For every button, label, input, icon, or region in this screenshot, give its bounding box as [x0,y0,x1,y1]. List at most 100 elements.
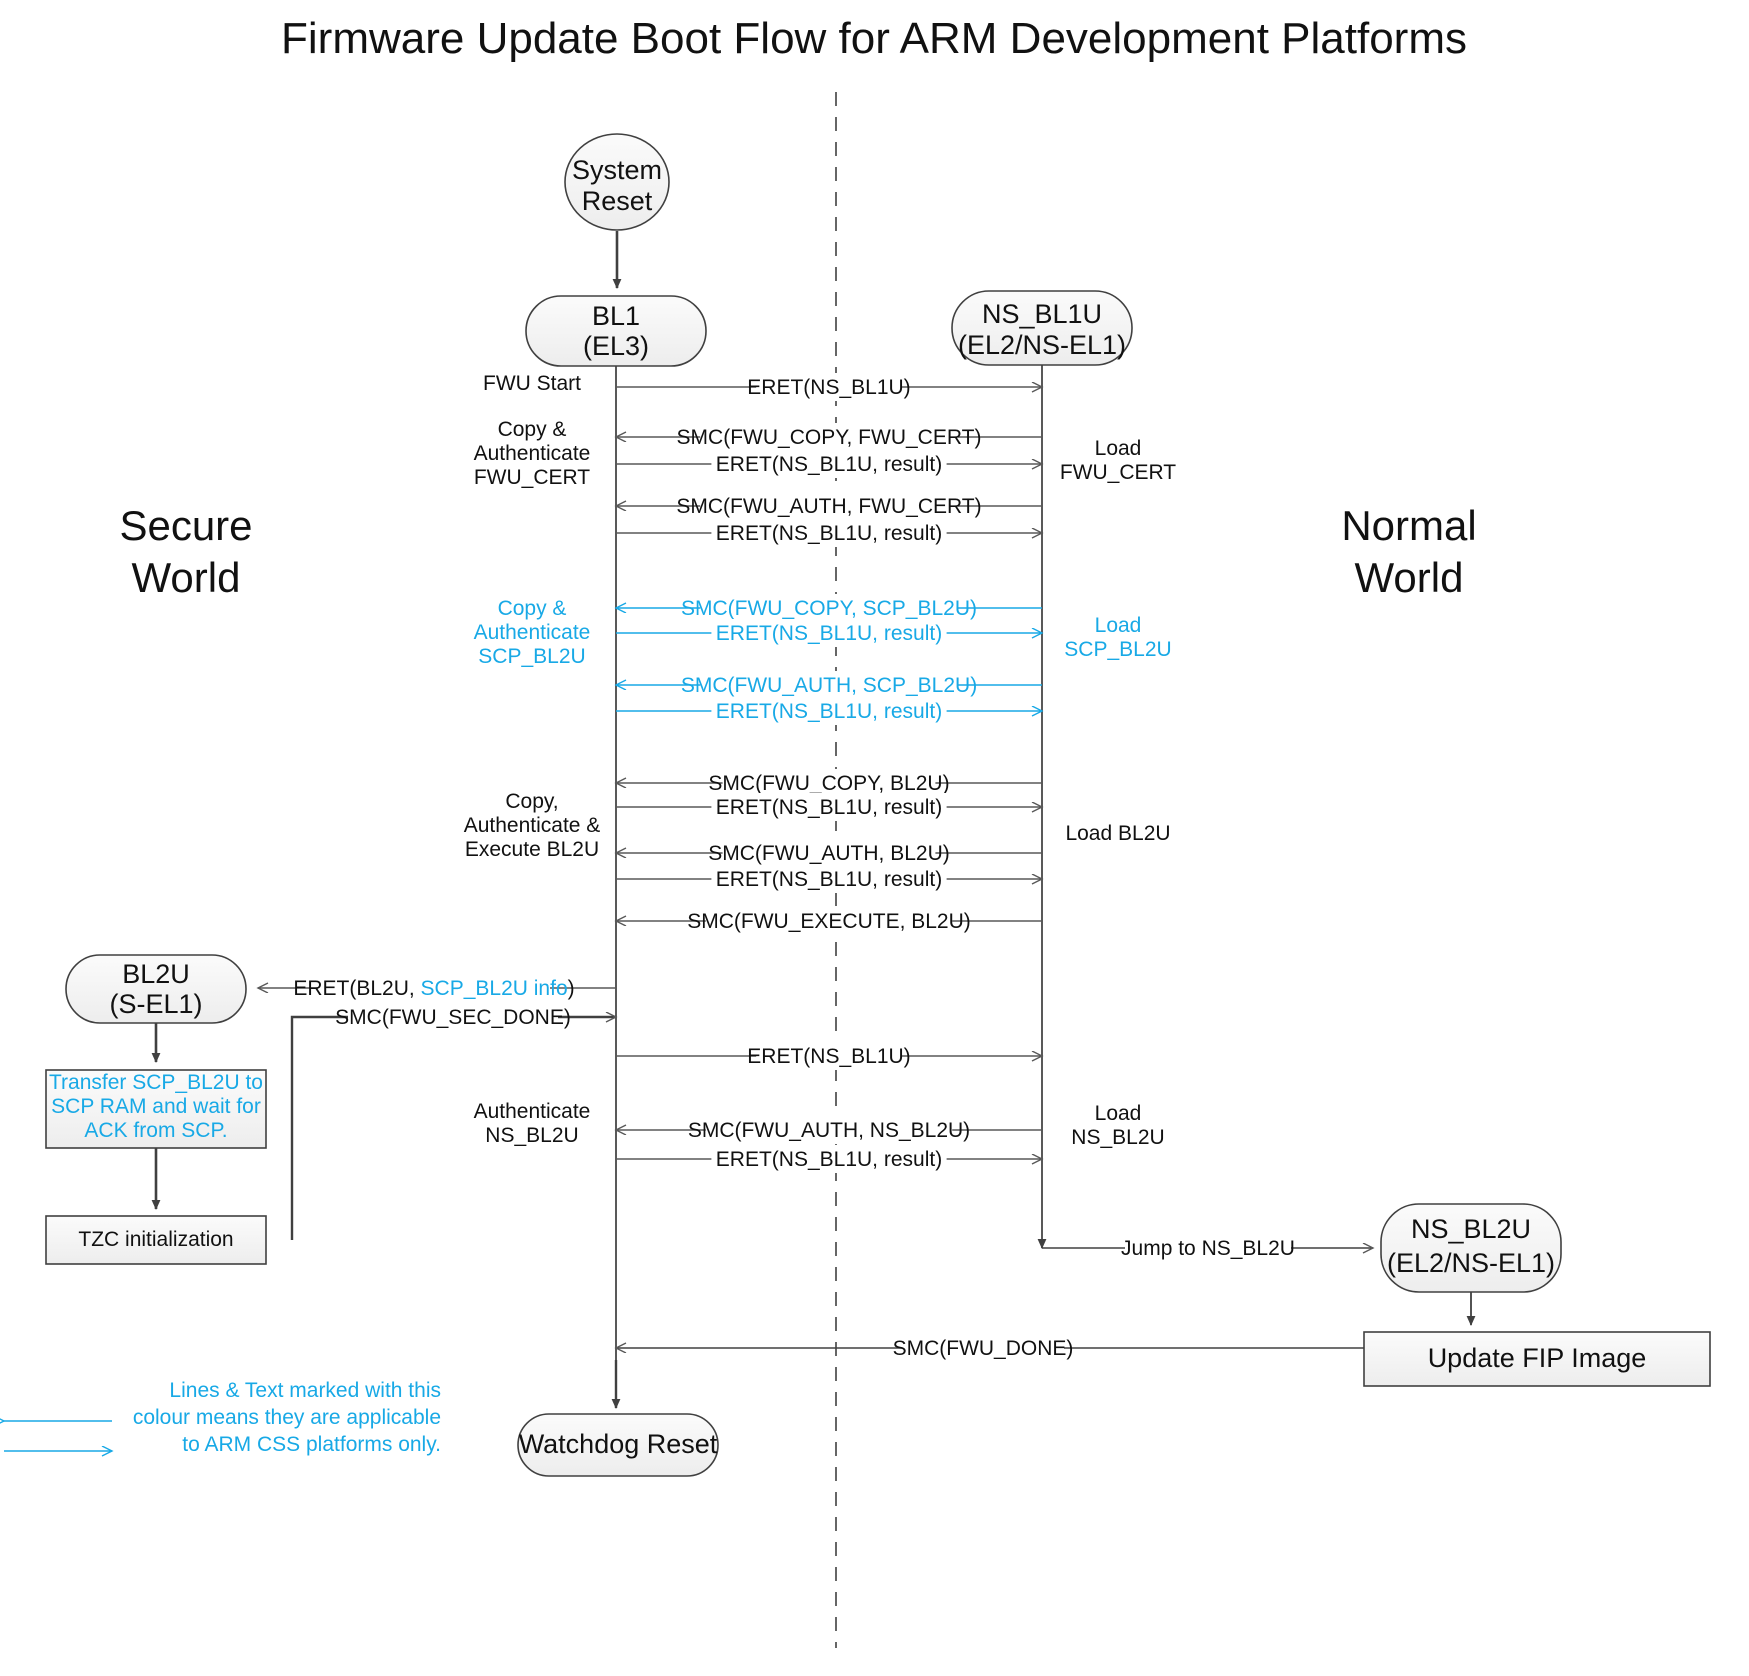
label-background [700,423,958,451]
label-background [700,492,958,520]
message-arrows-layer: ERET(NS_BL1U)SMC(FWU_COPY, FWU_CERT)ERET… [616,373,1042,1173]
label-bg-smc-fwu-sec-done [348,1003,558,1031]
message-label: ERET(NS_BL1U, result) [716,868,942,891]
label-background [700,671,958,699]
msg-eret-bl2u-suffix: ) [568,977,575,1000]
message-label: SMC(FWU_COPY, BL2U) [708,772,949,795]
message-label: SMC(FWU_COPY, SCP_BL2U) [681,597,977,620]
label-bg-eret-bl2u [318,974,550,1002]
msg-jump-to-ns-bl2u: Jump to NS_BL2U [1121,1237,1295,1260]
annotation-line: Authenticate [474,621,591,644]
annotation-line: FWU_CERT [474,466,590,489]
annotation-line: Load [1095,437,1142,460]
node-ns-bl2u-line1: NS_BL2U [1411,1214,1531,1244]
annotation-line: Authenticate [474,442,591,465]
node-ns-bl2u-line2: (EL2/NS-EL1) [1387,1248,1555,1278]
legend-line3: to ARM CSS platforms only. [182,1433,441,1456]
annotation-line: Copy, [505,790,558,813]
message-m11: ERET(NS_BL1U, result) [616,793,1042,821]
message-m3: ERET(NS_BL1U, result) [616,450,1042,478]
label-background [756,373,902,401]
node-bl1-line1: BL1 [592,301,640,331]
annotation-line: Load [1095,614,1142,637]
annotation-line: SCP_BL2U [1064,638,1171,661]
message-label: SMC(FWU_AUTH, SCP_BL2U) [681,674,977,697]
msg-eret-bl2u: ERET(BL2U, SCP_BL2U info) [293,977,574,1000]
message-m12: SMC(FWU_AUTH, BL2U) [616,839,1042,867]
message-m10: SMC(FWU_COPY, BL2U) [616,769,1042,797]
annotation-line: NS_BL2U [1071,1126,1164,1149]
message-label: ERET(NS_BL1U, result) [716,796,942,819]
message-m17: ERET(NS_BL1U) [616,1042,1042,1070]
message-m13: ERET(NS_BL1U, result) [616,865,1042,893]
normal-world-label-line1: Normal [1341,502,1476,549]
label-background [711,697,947,725]
annotation-line: Authenticate [474,1100,591,1123]
label-background [722,839,936,867]
node-ns-bl1u-line2: (EL2/NS-EL1) [958,330,1126,360]
node-bl2u[interactable]: BL2U (S-EL1) [65,954,247,1024]
label-bg-jump [1125,1234,1291,1262]
message-label: ERET(NS_BL1U) [747,1045,910,1068]
message-m7: ERET(NS_BL1U, result) [616,619,1042,647]
message-m2: SMC(FWU_COPY, FWU_CERT) [616,423,1042,451]
node-ns-bl1u-line1: NS_BL1U [982,299,1102,329]
node-update-fip[interactable]: Update FIP Image [1363,1331,1711,1387]
message-m9: ERET(NS_BL1U, result) [616,697,1042,725]
node-transfer-scp[interactable]: Transfer SCP_BL2U to SCP RAM and wait fo… [45,1069,267,1149]
message-label: SMC(FWU_AUTH, BL2U) [708,842,950,865]
label-background [711,619,947,647]
secure-world-label-line1: Secure [119,502,252,549]
node-bl2u-line2: (S-EL1) [109,989,202,1019]
node-watchdog-reset-label: Watchdog Reset [519,1429,718,1459]
node-ns-bl1u[interactable]: NS_BL1U (EL2/NS-EL1) [951,290,1133,366]
message-m6: SMC(FWU_COPY, SCP_BL2U) [616,594,1042,622]
label-background [711,865,947,893]
node-system-reset-line2: Reset [582,186,653,216]
annotation-line: Load [1095,1102,1142,1125]
msg-smc-fwu-done: SMC(FWU_DONE) [893,1337,1074,1360]
node-update-fip-label: Update FIP Image [1428,1343,1647,1373]
message-label: SMC(FWU_AUTH, NS_BL2U) [688,1119,970,1142]
message-label: SMC(FWU_AUTH, FWU_CERT) [676,495,981,518]
label-background [711,450,947,478]
node-watchdog-reset[interactable]: Watchdog Reset [517,1413,719,1477]
label-background [711,519,947,547]
message-label: SMC(FWU_EXECUTE, BL2U) [687,910,971,933]
label-background [705,1116,953,1144]
node-transfer-scp-line2: SCP RAM and wait for [51,1095,261,1118]
label-background [705,907,953,935]
node-tzc-init[interactable]: TZC initialization [45,1215,267,1265]
right-annotation-r3: Load BL2U [1065,822,1170,845]
msg-eret-bl2u-cyan: SCP_BL2U info [421,977,568,1000]
annotation-line: Copy & [498,418,567,441]
normal-world-label-line2: World [1355,554,1464,601]
node-bl1[interactable]: BL1 (EL3) [525,295,707,367]
message-label: ERET(NS_BL1U, result) [716,622,942,645]
annotation-line: Copy & [498,597,567,620]
node-system-reset[interactable]: System Reset [564,133,670,231]
message-m5: ERET(NS_BL1U, result) [616,519,1042,547]
message-m14: SMC(FWU_EXECUTE, BL2U) [616,907,1042,935]
node-ns-bl2u[interactable]: NS_BL2U (EL2/NS-EL1) [1380,1203,1562,1293]
annotation-line: Execute BL2U [465,838,599,861]
msg-eret-bl2u-prefix: ERET(BL2U, [293,977,420,1000]
annotation-line: Load BL2U [1065,822,1170,845]
node-bl2u-line1: BL2U [122,959,190,989]
node-system-reset-line1: System [572,155,662,185]
legend-line2: colour means they are applicable [133,1406,441,1429]
message-label: SMC(FWU_COPY, FWU_CERT) [677,426,982,449]
annotation-line: SCP_BL2U [478,645,585,668]
label-background [722,769,936,797]
message-label: ERET(NS_BL1U, result) [716,522,942,545]
label-bg-smc-fwu-done [902,1334,1064,1362]
message-label: ERET(NS_BL1U) [747,376,910,399]
label-background [711,1145,947,1173]
label-background [700,594,958,622]
